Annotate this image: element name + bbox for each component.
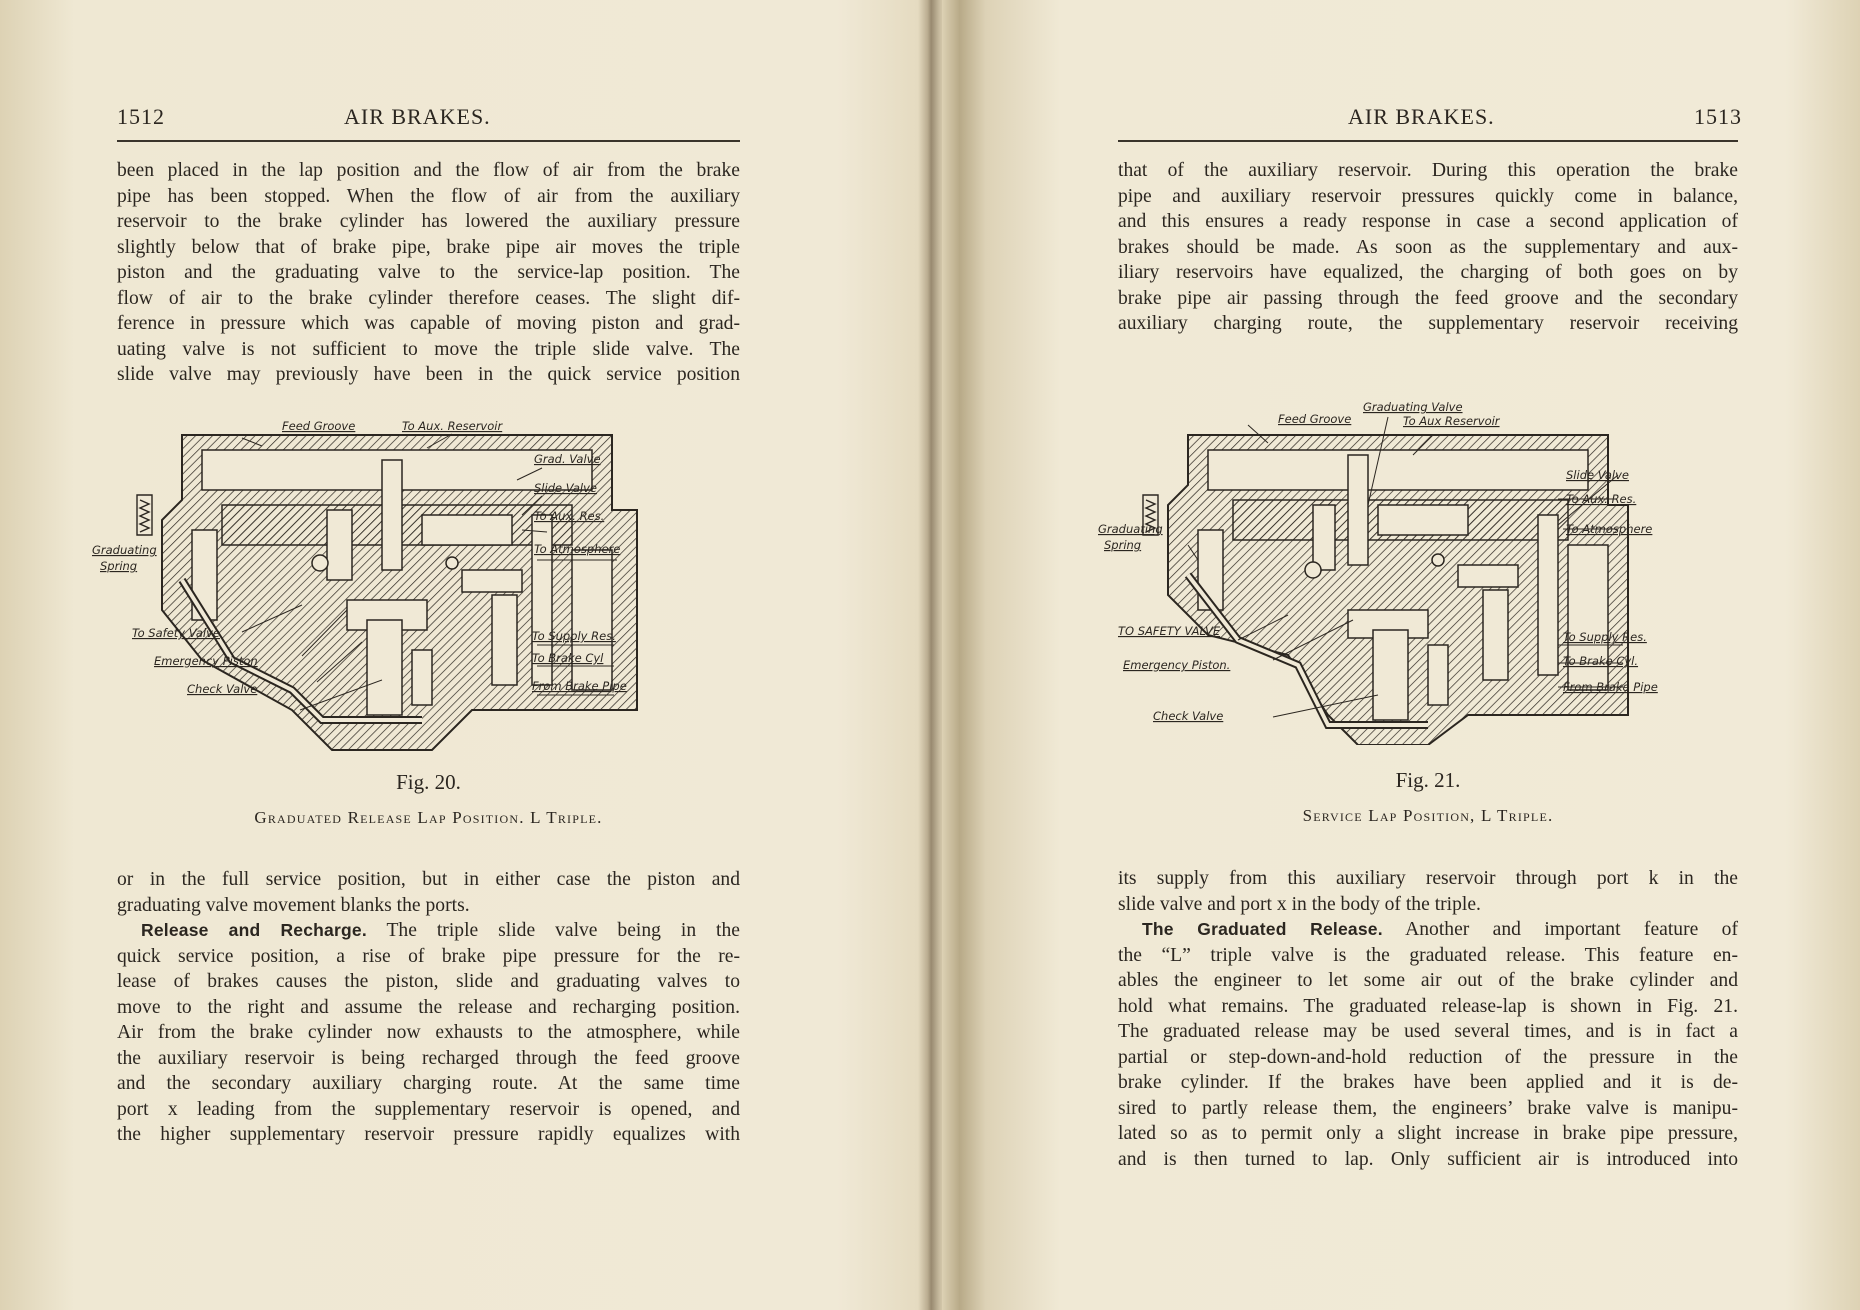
text-line: ables the engineer to let some air out o… [1118, 970, 1738, 991]
label-to-supply-res: To Supply Res. [1563, 630, 1647, 644]
label-grad-valve: Grad. Valve [534, 452, 601, 466]
text-line: Release and Recharge. The triple slide v… [117, 918, 740, 944]
label-from-brake-pipe: From Brake Pipe [1563, 680, 1658, 694]
text-line: brakes should be made. As soon as the su… [1118, 236, 1738, 258]
figure-21: Graduating Valve Feed Groove To Aux Rese… [1098, 395, 1758, 745]
running-head: AIR BRAKES. [1348, 104, 1495, 129]
text-line: ference in pressure which was capable of… [117, 313, 740, 334]
text-line: iliary reservoirs have equalized, the ch… [1118, 262, 1738, 283]
top-paragraph: that of the auxiliary reservoir. During … [1118, 158, 1738, 337]
header-rule [1118, 140, 1738, 142]
figure-title: Graduated Release Lap Position. L Triple… [254, 808, 603, 827]
text-line: that of the auxiliary reservoir. During … [1118, 160, 1738, 181]
text-line: The graduated release may be used severa… [1118, 1021, 1738, 1042]
figure-20: Feed Groove To Aux. Reservoir Grad. Valv… [92, 420, 772, 770]
label-to-safety-valve: To Safety Valve [132, 626, 220, 640]
label-slide-valve: Slide Valve [534, 481, 597, 495]
right-page: AIR BRAKES. 1513 that of the auxiliary r… [930, 0, 1860, 1310]
label-to-brake-cyl: To Brake Cyl. [1563, 654, 1638, 668]
label-graduating-valve: Graduating Valve [1363, 400, 1463, 414]
label-check-valve: Check Valve [1153, 709, 1223, 723]
text-line: flow of air to the brake cylinder theref… [117, 287, 740, 309]
page-number: 1512 [117, 104, 165, 129]
text-line: sired to partly release them, the engine… [1118, 1097, 1738, 1119]
text-line: the higher supplementary reservoir press… [117, 1124, 740, 1145]
text-line: pipe and auxiliary reservoir pressures q… [1118, 185, 1738, 207]
text-line: quick service position, a rise of brake … [117, 945, 740, 967]
text-line: or in the full service position, but in … [117, 869, 740, 890]
text-line: and this ensures a ready response in cas… [1118, 211, 1738, 232]
label-spring: Spring [1104, 538, 1141, 552]
text-line: lated so as to permit only a slight incr… [1118, 1123, 1738, 1144]
figure-title: Service Lap Position, L Triple. [1302, 806, 1554, 825]
label-graduating: Graduating [92, 543, 157, 557]
figure-number: Fig. 21. [1395, 768, 1461, 792]
triple-valve-diagram: Feed Groove To Aux. Reservoir Grad. Valv… [92, 420, 638, 751]
bottom-paragraph: or in the full service position, but in … [117, 867, 740, 1148]
label-feed-groove: Feed Groove [282, 420, 355, 433]
label-to-safety-valve: TO SAFETY VALVE [1118, 624, 1221, 638]
left-page: 1512 AIR BRAKES. been placed in the lap … [92, 104, 772, 1148]
label-to-aux-reservoir: To Aux Reservoir [1403, 414, 1501, 428]
text-line: slide valve and port x in the body of th… [1118, 893, 1481, 915]
section-first-line: The triple slide valve being in the [386, 920, 740, 941]
text-line: brake pipe air passing through the feed … [1118, 287, 1738, 309]
label-feed-groove: Feed Groove [1278, 412, 1351, 426]
label-to-aux-res: To Aux. Res. [534, 509, 604, 523]
label-to-atmosphere: To Atmosphere [1566, 522, 1652, 536]
header-rule [117, 140, 740, 142]
label-emergency-piston: Emergency Piston [154, 654, 258, 668]
text-line: reservoir to the brake cylinder has lowe… [117, 211, 740, 232]
text-line: auxiliary charging route, the supplement… [1118, 313, 1738, 334]
section-first-line: Another and important feature of [1405, 919, 1739, 940]
section-heading: Release and Recharge. [141, 920, 367, 940]
text-line: the “L” triple valve is the graduated re… [1118, 944, 1738, 966]
figure-number: Fig. 20. [396, 770, 461, 794]
text-line: the auxiliary reservoir is being recharg… [117, 1047, 740, 1069]
text-line: brake cylinder. If the brakes have been … [1118, 1072, 1738, 1093]
label-spring: Spring [100, 559, 137, 573]
label-graduating: Graduating [1098, 522, 1163, 536]
label-to-aux-reservoir: To Aux. Reservoir [402, 420, 503, 433]
text-line: been placed in the lap position and the … [117, 160, 740, 181]
section-heading: The Graduated Release. [1142, 919, 1383, 939]
text-line: lease of brakes causes the piston, slide… [117, 971, 740, 992]
text-line: pipe has been stopped. When the flow of … [117, 185, 740, 207]
text-line: slightly below that of brake pipe, brake… [117, 236, 740, 258]
book-gutter [918, 0, 942, 1310]
text-line: uating valve is not sufficient to move t… [117, 338, 740, 360]
label-to-atmosphere: To Atmosphere [534, 542, 620, 556]
text-line: hold what remains. The graduated release… [1118, 995, 1738, 1017]
top-paragraph: been placed in the lap position and the … [117, 158, 740, 388]
page-number: 1513 [1694, 104, 1742, 129]
text-line: and is then turned to lap. Only sufficie… [1118, 1148, 1738, 1170]
bottom-paragraph: its supply from this auxiliary reservoir… [1118, 866, 1738, 1172]
text-line: port x leading from the supplementary re… [117, 1098, 740, 1120]
label-slide-valve: Slide Valve [1566, 468, 1629, 482]
label-to-supply-res: To Supply Res. [532, 629, 616, 643]
running-head: AIR BRAKES. [344, 104, 491, 129]
text-line: move to the right and assume the release… [117, 996, 740, 1018]
text-line: The Graduated Release. Another and impor… [1118, 917, 1738, 943]
label-to-brake-cyl: To Brake Cyl [532, 651, 604, 665]
text-line: piston and the graduating valve to the s… [117, 262, 740, 283]
label-check-valve: Check Valve [187, 682, 257, 696]
text-line: partial or step-down-and-hold reduction … [1118, 1046, 1738, 1068]
label-to-aux-res: To Aux. Res. [1566, 492, 1636, 506]
label-emergency-piston: Emergency Piston. [1123, 658, 1230, 672]
text-line: Air from the brake cylinder now exhausts… [117, 1022, 740, 1043]
label-from-brake-pipe: From Brake Pipe [532, 679, 627, 693]
text-line: graduating valve movement blanks the por… [117, 894, 470, 916]
text-line: slide valve may previously have been in … [117, 364, 740, 385]
text-line: its supply from this auxiliary reservoir… [1118, 868, 1738, 889]
triple-valve-diagram: Graduating Valve Feed Groove To Aux Rese… [1098, 400, 1658, 745]
text-line: and the secondary auxiliary charging rou… [117, 1073, 740, 1094]
